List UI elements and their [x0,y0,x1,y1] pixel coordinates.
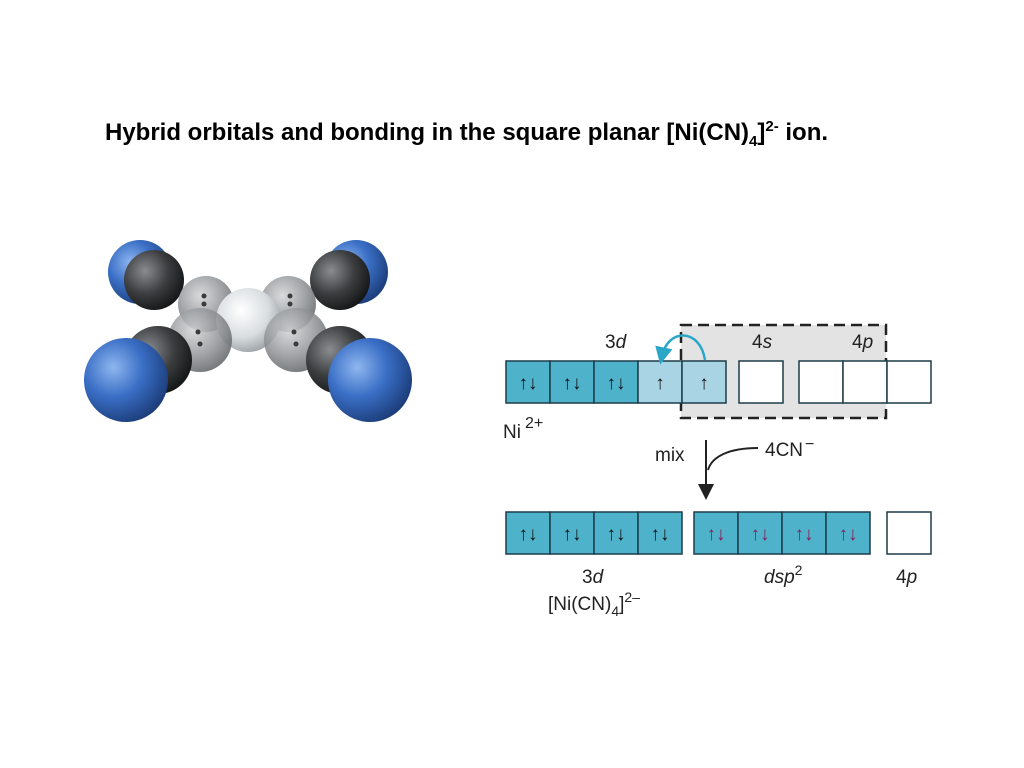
label-dsp2: dsp2 [764,562,803,588]
orbital-box [842,360,888,404]
electron-arrows: ↑↓ [607,524,626,545]
nitrogen-atom [328,338,412,422]
nitrogen-atom [84,338,168,422]
molecule-model [84,240,412,422]
electron-arrows: ↑↓ [563,524,582,545]
orbital-box [505,360,551,404]
electron-arrows: ↑ [699,373,709,394]
orbital-box [505,511,551,555]
ni-orbital-row [505,360,932,404]
label-3d-bottom: 3d [582,567,605,588]
orbital-box [886,511,932,555]
orbital-box [593,511,639,555]
page-title: Hybrid orbitals and bonding in the squar… [105,118,829,150]
hybrid-orbital-box [825,511,871,555]
electron-arrows: ↑↓ [519,524,538,545]
mix-label: mix [655,445,685,466]
orbital-box [738,360,784,404]
orbital-box [549,511,595,555]
electron-arrows: ↑↓ [607,373,626,394]
electron-arrows: ↑↓ [563,373,582,394]
hybrid-electrons: ↑↓ ↑↓ ↑↓ ↑↓ [707,524,858,545]
complex-orbital-row [505,511,932,555]
electron-arrows: ↑↓ [651,524,670,545]
carbon-atom [310,250,370,310]
complex-formula: [Ni(CN)4]2– [548,589,640,619]
ligand-arrow [707,447,759,471]
electron-arrows: ↑↓ [707,524,726,545]
electron-dots [195,293,299,347]
orbital-box [886,360,932,404]
electron-arrows: ↑ [655,373,665,394]
label-3d: 3d [605,332,628,353]
orbital-box [637,511,683,555]
carbon-atom [124,250,184,310]
complex-d-electrons: ↑↓ ↑↓ ↑↓ ↑↓ [519,524,670,545]
label-4p: 4p [852,332,873,353]
electron-arrows: ↑↓ [795,524,814,545]
electron-promotion-arrow [655,334,707,365]
orbital-box [798,360,844,404]
nickel-atom [216,288,280,352]
orbital-box [593,360,639,404]
electron-arrows: ↑↓ [751,524,770,545]
label-4p-bottom: 4p [896,567,917,588]
orbital-box [549,360,595,404]
hybrid-orbital-box [693,511,739,555]
orbital-box [681,360,727,404]
electron-arrows: ↑↓ [839,524,858,545]
ni-electrons: ↑↓ ↑↓ ↑↓ ↑ ↑ [519,373,709,394]
electron-arrows: ↑↓ [519,373,538,394]
label-4s: 4s [752,332,773,353]
ligand-label: 4CN− [765,436,814,461]
